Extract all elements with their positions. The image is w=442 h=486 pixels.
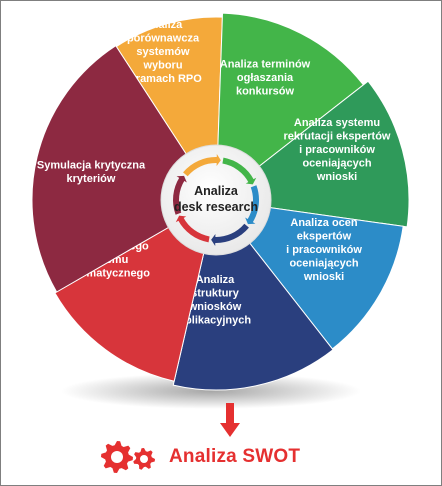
segment-label-analiza-systemu-rekrutacji: wnioski xyxy=(316,171,357,183)
ring-arrowhead xyxy=(211,233,216,246)
segment-label-analiza-porownawcza: Analiza xyxy=(144,19,183,31)
segment-label-analiza-ocen: ekspertów xyxy=(297,231,352,243)
ring-arc xyxy=(247,185,259,223)
segment-label-analiza-porownawcza: porównawcza xyxy=(127,33,200,45)
ring-arrowhead xyxy=(176,175,187,183)
gears-icon xyxy=(101,441,155,473)
ring-arc xyxy=(178,217,210,243)
segment-label-analiza-terminow: ogłaszania xyxy=(237,72,294,84)
ring-arc xyxy=(173,177,185,215)
segment-label-analiza-ocen: oceniających xyxy=(289,258,358,270)
segment-label-analiza-struktury: wniosków xyxy=(188,301,242,313)
segment-label-symulacja-kryteriow: Symulacja krytyczna xyxy=(37,159,146,171)
segment-label-analiza-struktury: struktury xyxy=(191,287,240,299)
segment-label-analiza-ocen: wnioski xyxy=(303,271,344,283)
segment-label-symulacja-kryteriow: kryteriów xyxy=(67,173,116,185)
ring-arrowhead xyxy=(175,215,187,223)
segment-label-analiza-struktury: Analiza xyxy=(196,274,235,286)
segment-label-analiza-systemu-rekrutacji: Analiza systemu xyxy=(294,117,380,129)
cycle-ring xyxy=(173,154,259,246)
center-label-line-1: Analiza xyxy=(194,184,239,198)
segment-label-analiza-terminow: Analiza terminów xyxy=(220,59,311,71)
segment-label-analiza-struktury: aplikacyjnych xyxy=(179,314,251,326)
ring-arc xyxy=(183,157,218,177)
segment-label-analiza-porownawcza: systemów xyxy=(136,46,190,58)
gear-hole xyxy=(111,451,123,463)
segment-label-analiza-porownawcza: wyboru xyxy=(142,60,182,72)
segment-label-analiza-porownawcza: w ramach RPO xyxy=(123,73,202,85)
gear-hole xyxy=(140,455,148,463)
swot-output: Analiza SWOT xyxy=(97,439,300,475)
segment-label-analiza-ocen: Analiza ocen xyxy=(290,217,358,229)
swot-title: Analiza SWOT xyxy=(169,446,301,467)
segment-label-analiza-ocen: i pracowników xyxy=(286,244,362,256)
segment-label-analiza-systemu-rekrutacji: rekrutacji ekspertów xyxy=(284,131,391,143)
center-label-line-2: desk research xyxy=(174,200,258,214)
segment-label-analiza-systemu-rekrutacji: i pracowników xyxy=(299,144,375,156)
segment-label-analiza-systemu-rekrutacji: oceniających xyxy=(302,158,371,170)
down-arrow-icon xyxy=(220,403,240,437)
ring-arrowhead xyxy=(245,177,257,185)
segment-label-analiza-terminow: konkursów xyxy=(236,86,295,98)
ring-arc xyxy=(214,223,249,243)
ring-arc xyxy=(222,157,254,183)
ring-arrowhead xyxy=(245,217,256,225)
wheel-shadow xyxy=(61,373,361,409)
ring-arrowhead xyxy=(216,154,221,167)
